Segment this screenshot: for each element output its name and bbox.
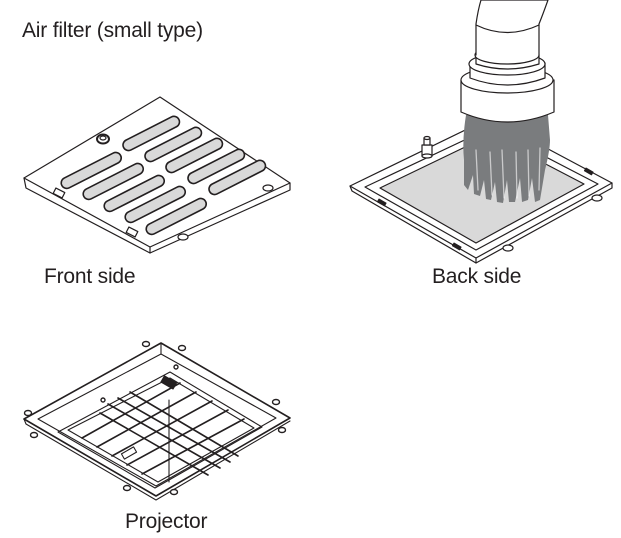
screw-icon [23, 340, 287, 496]
back-side-caption: Back side [432, 265, 522, 288]
clip-icon [376, 167, 603, 252]
projector-caption: Projector [125, 510, 208, 533]
latch-detail [160, 375, 178, 390]
projector-grid [81, 382, 245, 476]
front-side-caption: Front side [44, 265, 136, 288]
clip-icon [52, 184, 274, 241]
knob-icon [421, 135, 433, 159]
filter-mesh-slots [60, 115, 267, 236]
knob-icon [96, 133, 110, 145]
vacuum-hose [475, 0, 549, 56]
section-title: Air filter (small type) [22, 19, 203, 42]
